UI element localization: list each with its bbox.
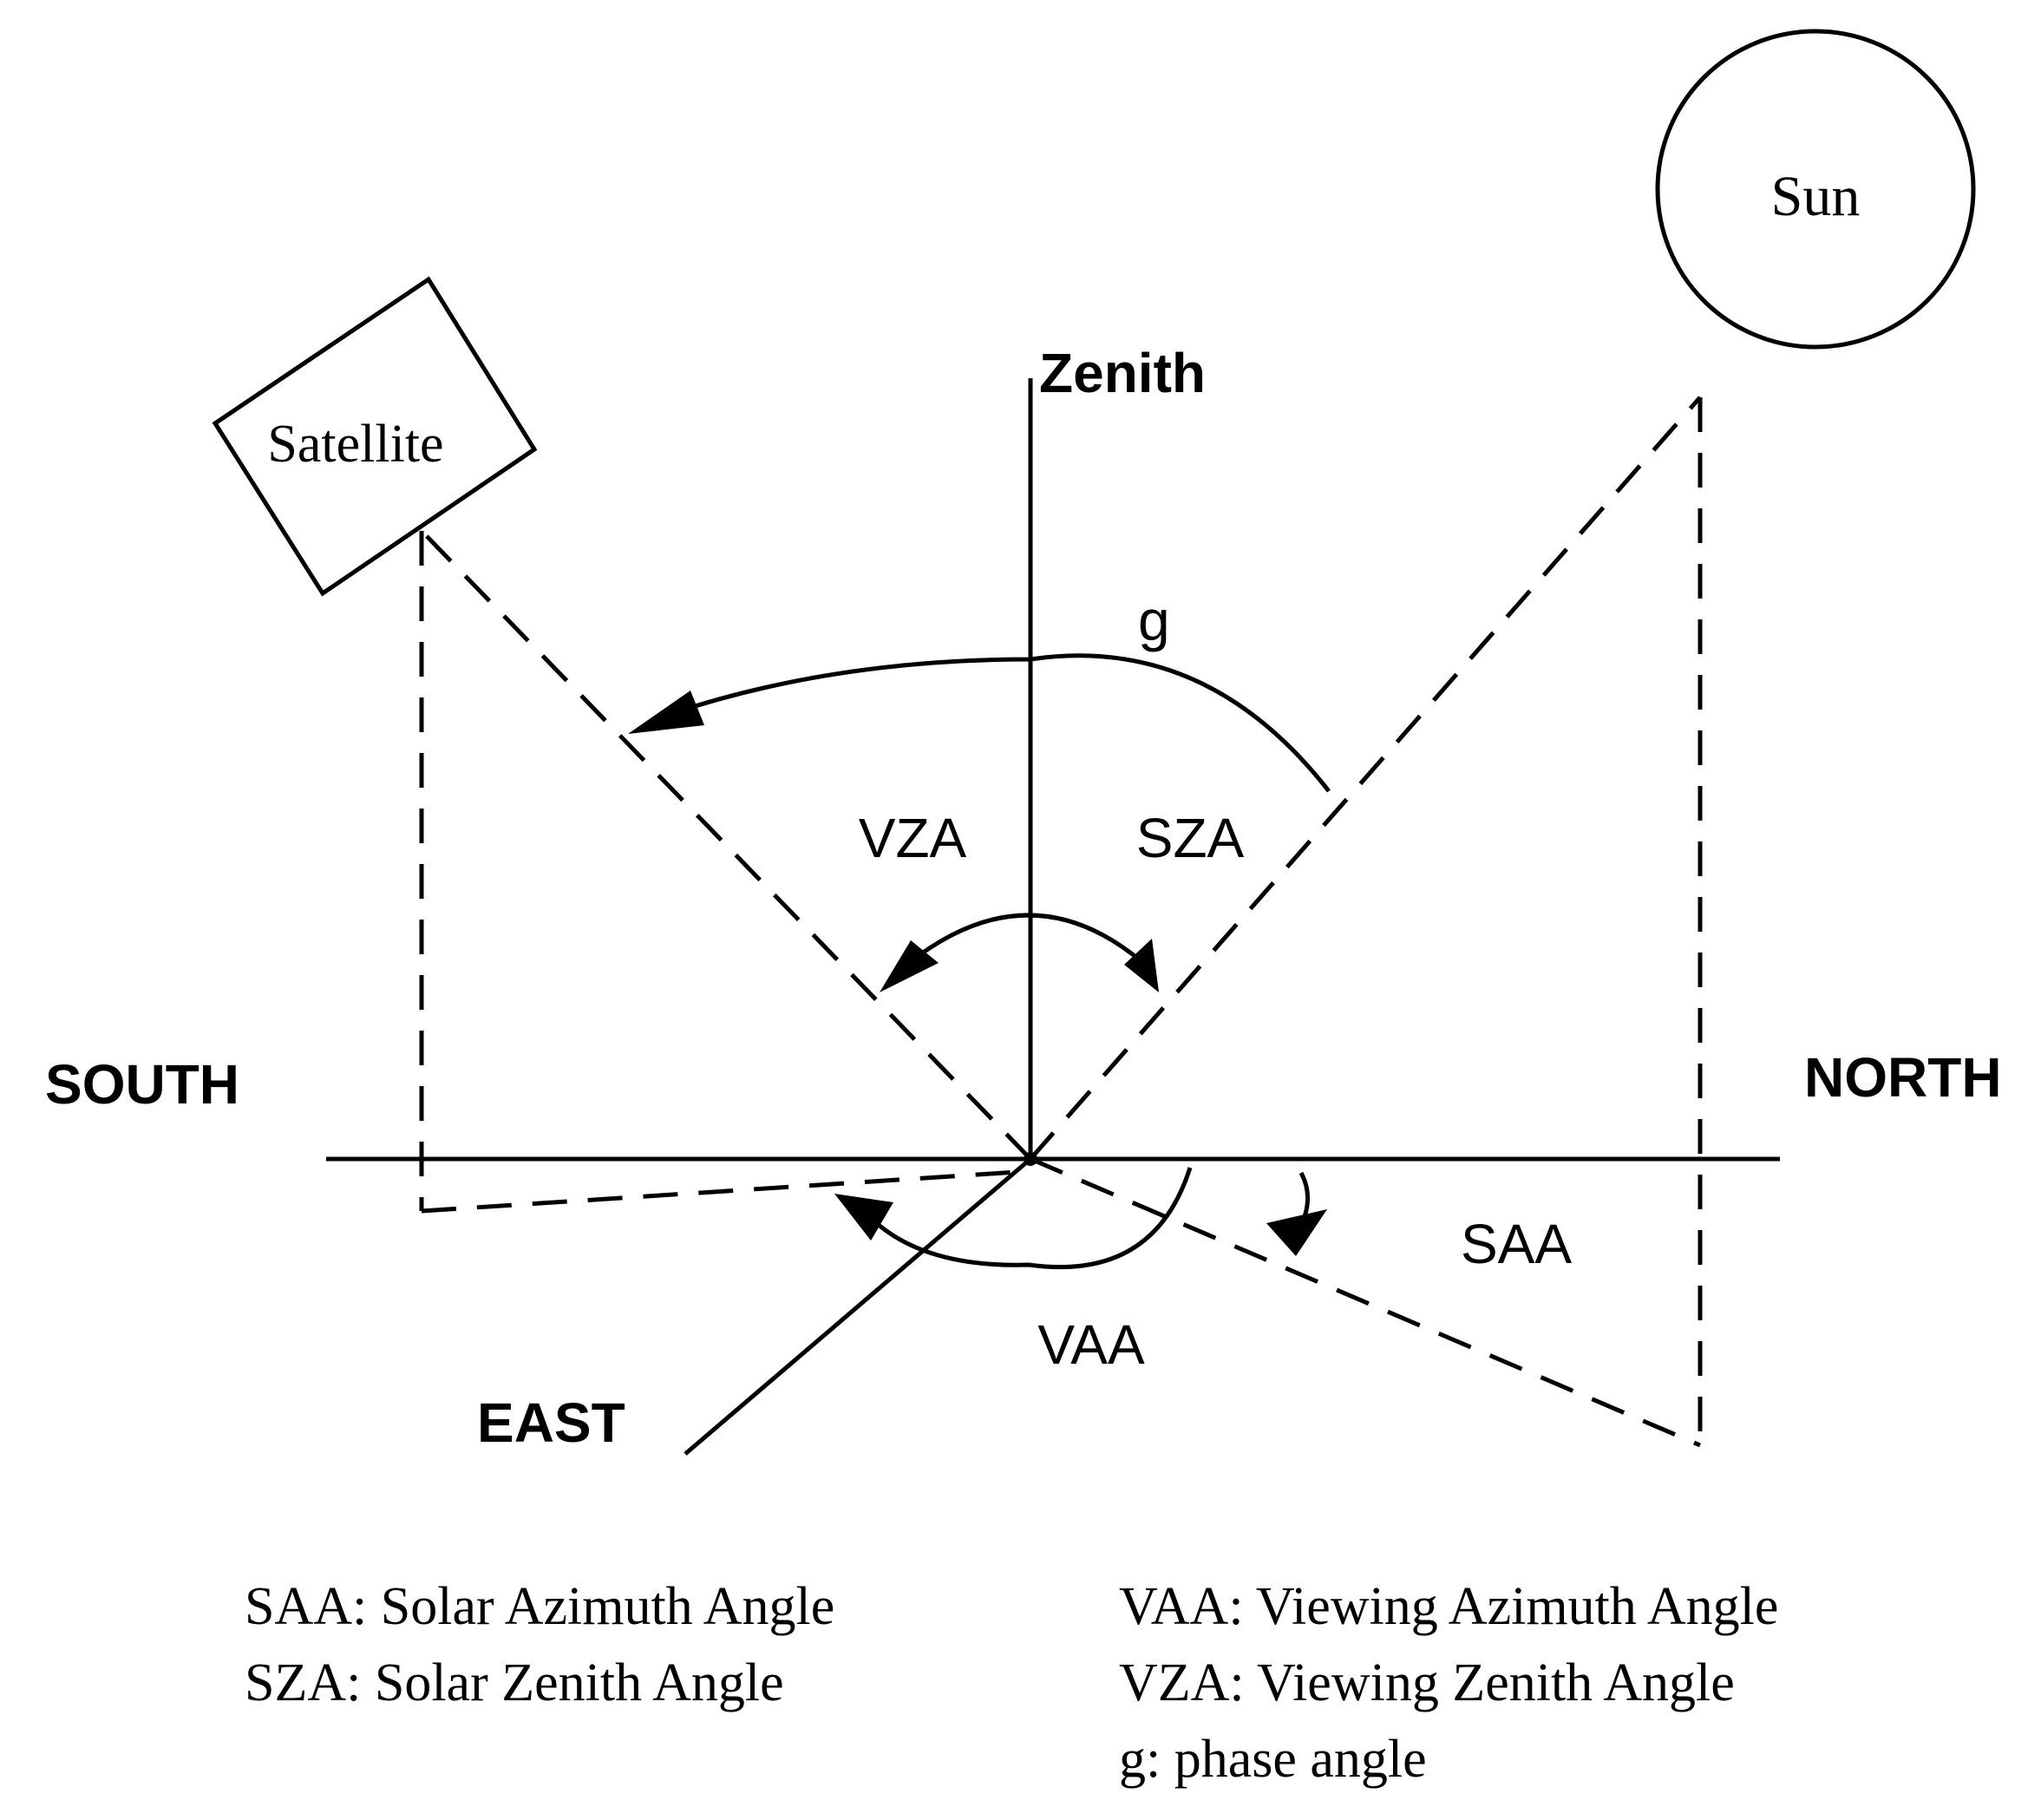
vaa-arc (866, 1167, 1193, 1270)
vza-arrowhead (880, 940, 939, 992)
origin-point (1024, 1152, 1037, 1166)
legend-sza: SZA: Solar Zenith Angle (245, 1653, 784, 1712)
vaa-label: VAA (1037, 1313, 1145, 1376)
phase-angle-arrowhead (628, 691, 704, 734)
east-axis (684, 1157, 1032, 1456)
satellite-ground-projection (421, 1169, 1031, 1214)
sun-label: Sun (1771, 165, 1861, 228)
sza-arrowhead (1124, 939, 1159, 992)
legend-left: SAA: Solar Azimuth Angle SZA: Solar Zeni… (245, 1568, 834, 1721)
zenith-angles-arc (907, 913, 1145, 965)
phase-angle-arc (667, 653, 1331, 793)
sun-ground-projection (1030, 1156, 1701, 1448)
north-label: NORTH (1804, 1046, 2002, 1109)
legend-vaa: VAA: Viewing Azimuth Angle (1119, 1577, 1779, 1636)
g-label: g (1138, 588, 1170, 652)
south-label: SOUTH (45, 1053, 239, 1116)
sun-direction-line (1029, 396, 1702, 1161)
sun-circle (1655, 29, 1976, 350)
zenith-label: Zenith (1039, 342, 1206, 404)
legend-vza: VZA: Viewing Zenith Angle (1119, 1653, 1735, 1712)
legend-saa: SAA: Solar Azimuth Angle (245, 1577, 835, 1636)
vaa-arrowhead (834, 1194, 893, 1241)
satellite-box (212, 276, 538, 597)
east-label: EAST (477, 1391, 625, 1454)
legend-g: g: phase angle (1119, 1730, 1427, 1789)
view-direction-line (420, 529, 1032, 1161)
legend-right: VAA: Viewing Azimuth Angle VZA: Viewing … (1119, 1568, 1778, 1797)
saa-arrowhead (1266, 1209, 1327, 1256)
satellite-label: Satellite (267, 415, 443, 474)
vza-label: VZA (859, 807, 967, 869)
sza-label: SZA (1136, 807, 1245, 869)
saa-label: SAA (1461, 1213, 1572, 1275)
